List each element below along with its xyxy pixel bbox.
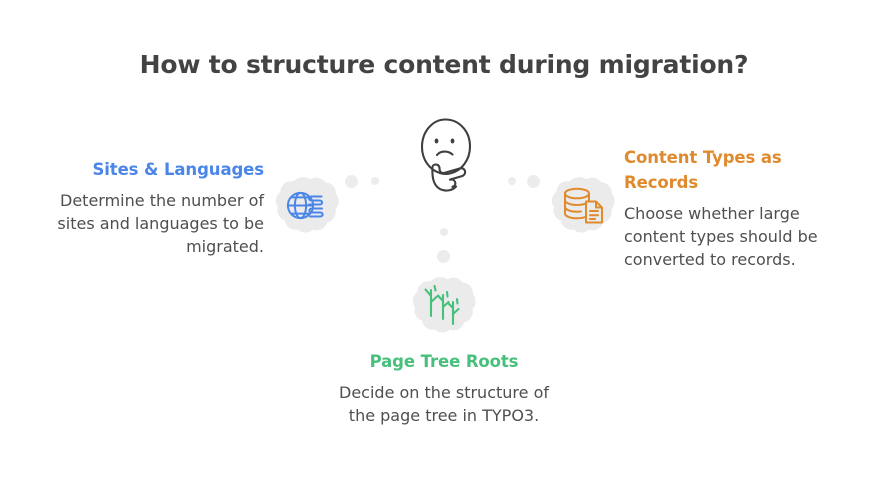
connector-dot — [508, 177, 516, 185]
connector-dot — [437, 250, 450, 263]
section-content-types-as-records: Content Types as Records Choose whether … — [624, 146, 836, 271]
section-page-tree-roots: Page Tree Roots Decide on the structure … — [332, 350, 556, 427]
thinking-face-icon — [404, 113, 486, 195]
globe-languages-icon — [274, 174, 340, 240]
section-heading-sites-languages: Sites & Languages — [92, 160, 264, 179]
section-sites-languages: Sites & Languages Determine the number o… — [46, 158, 264, 258]
connector-dot — [345, 175, 358, 188]
connector-dot — [440, 228, 448, 236]
page-title: How to structure content during migratio… — [139, 50, 749, 79]
section-body-sites-languages: Determine the number of sites and langua… — [57, 190, 264, 257]
sprouts-icon — [411, 274, 477, 340]
section-heading-content-types-as-records: Content Types as Records — [624, 148, 782, 192]
connector-dot — [371, 177, 379, 185]
connector-dot — [527, 175, 540, 188]
section-heading-page-tree-roots: Page Tree Roots — [369, 352, 519, 371]
section-body-content-types-as-records: Choose whether large content types shoul… — [624, 203, 818, 269]
database-document-icon — [550, 174, 616, 240]
section-body-page-tree-roots: Decide on the structure of the page tree… — [339, 382, 549, 425]
